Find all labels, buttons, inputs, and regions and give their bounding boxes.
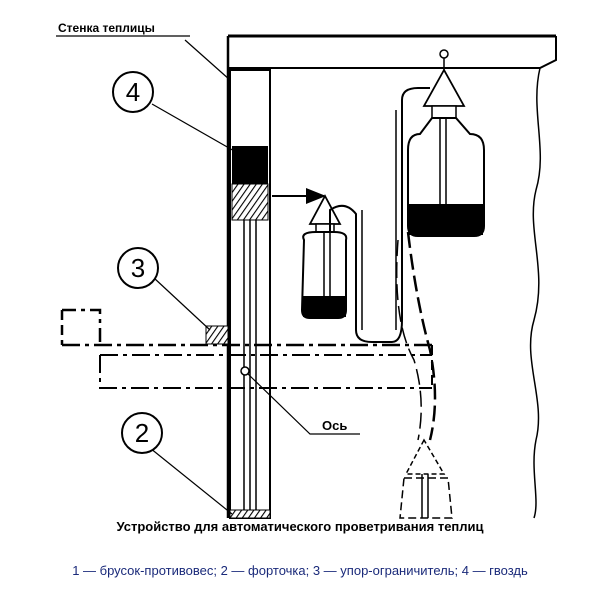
pivot-axis	[240, 366, 250, 376]
marker-2-text: 2	[135, 418, 149, 448]
leader-2	[149, 447, 233, 515]
displaced-bottle-dashed	[396, 231, 453, 519]
leader-axis	[247, 373, 360, 435]
wall-label: Стенка теплицы	[58, 21, 155, 35]
nail-block-hatched	[231, 183, 269, 221]
leader-3	[153, 277, 211, 331]
counterweight-block	[232, 146, 268, 184]
leader-wall	[184, 39, 231, 81]
marker-3: 3	[117, 247, 159, 289]
marker-3-text: 3	[131, 253, 145, 283]
greenhouse-frame	[226, 34, 557, 519]
caption-legend: 1 — брусок-противовес; 2 — форточка; 3 —…	[72, 563, 528, 578]
connecting-tube	[329, 87, 430, 343]
marker-4-text: 4	[126, 77, 140, 107]
caption-title: Устройство для автоматического проветрив…	[116, 519, 484, 534]
large-bottle	[407, 49, 485, 237]
marker-2: 2	[121, 412, 163, 454]
marker-4: 4	[112, 71, 154, 113]
window-sash	[229, 69, 271, 519]
transom	[60, 308, 433, 389]
axis-label: Ось	[322, 418, 347, 433]
leader-4	[151, 103, 237, 153]
stop-limiter	[205, 325, 229, 345]
small-bottle	[272, 188, 348, 319]
